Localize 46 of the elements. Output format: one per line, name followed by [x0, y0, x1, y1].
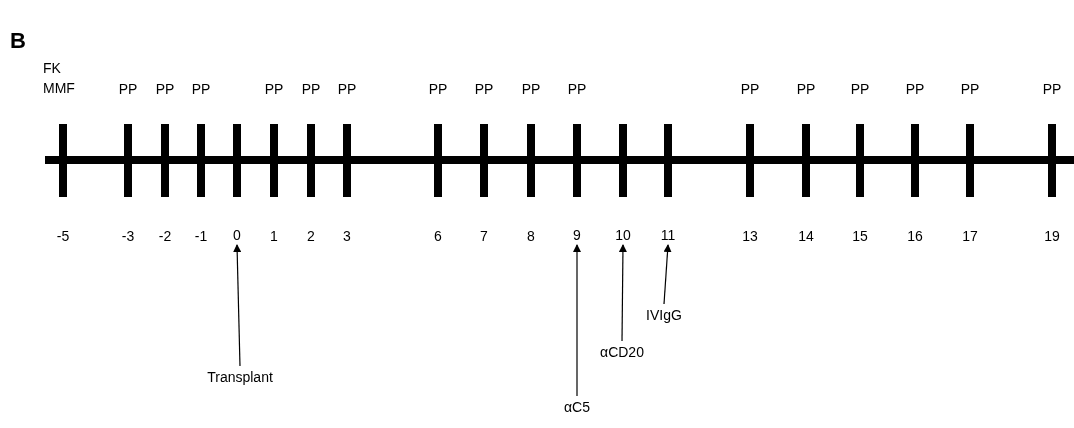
plasmapheresis-label: PP: [264, 80, 284, 99]
plasmapheresis-label: PP: [337, 80, 357, 99]
day-number: 3: [343, 227, 351, 246]
plasmapheresis-label: PP: [474, 80, 494, 99]
plasmapheresis-label: PP: [960, 80, 980, 99]
plasmapheresis-label: PP: [1042, 80, 1062, 99]
drug-label: FK MMF: [43, 59, 76, 98]
day-number: -3: [121, 227, 135, 246]
day-number: 1: [270, 227, 278, 246]
day-number: 7: [480, 227, 488, 246]
day-number: 16: [907, 227, 923, 246]
plasmapheresis-label: PP: [850, 80, 870, 99]
plasmapheresis-label: PP: [567, 80, 587, 99]
day-number: 2: [307, 227, 315, 246]
plasmapheresis-label: PP: [118, 80, 138, 99]
plasmapheresis-label: PP: [905, 80, 925, 99]
plasmapheresis-label: PP: [796, 80, 816, 99]
day-number: 9: [573, 226, 581, 244]
plasmapheresis-label: PP: [521, 80, 541, 99]
plasmapheresis-label: PP: [740, 80, 760, 99]
treatment-label: Transplant: [207, 368, 273, 386]
day-number: 6: [434, 227, 442, 246]
day-number: 11: [660, 226, 676, 244]
plasmapheresis-label: PP: [428, 80, 448, 99]
treatment-label: IVIgG: [646, 306, 682, 324]
day-number: -2: [158, 227, 172, 246]
arrow: [618, 244, 627, 342]
day-number: 14: [798, 227, 814, 246]
arrow: [233, 244, 242, 367]
plasmapheresis-label: PP: [191, 80, 211, 99]
day-number: 8: [527, 227, 535, 246]
day-number: 10: [615, 226, 631, 244]
day-number: 19: [1044, 227, 1060, 246]
day-number: 13: [742, 227, 758, 246]
plasmapheresis-label: PP: [155, 80, 175, 99]
plasmapheresis-label: PP: [301, 80, 321, 99]
arrow: [573, 244, 581, 397]
day-number: -1: [194, 227, 208, 246]
panel-letter: B: [10, 30, 26, 52]
treatment-label: αCD20: [600, 343, 644, 361]
day-number: 0: [233, 226, 241, 244]
day-number: 15: [852, 227, 868, 246]
treatment-label: αC5: [564, 398, 590, 416]
day-number: 17: [962, 227, 978, 246]
day-number: -5: [56, 227, 70, 246]
arrow: [663, 244, 672, 305]
